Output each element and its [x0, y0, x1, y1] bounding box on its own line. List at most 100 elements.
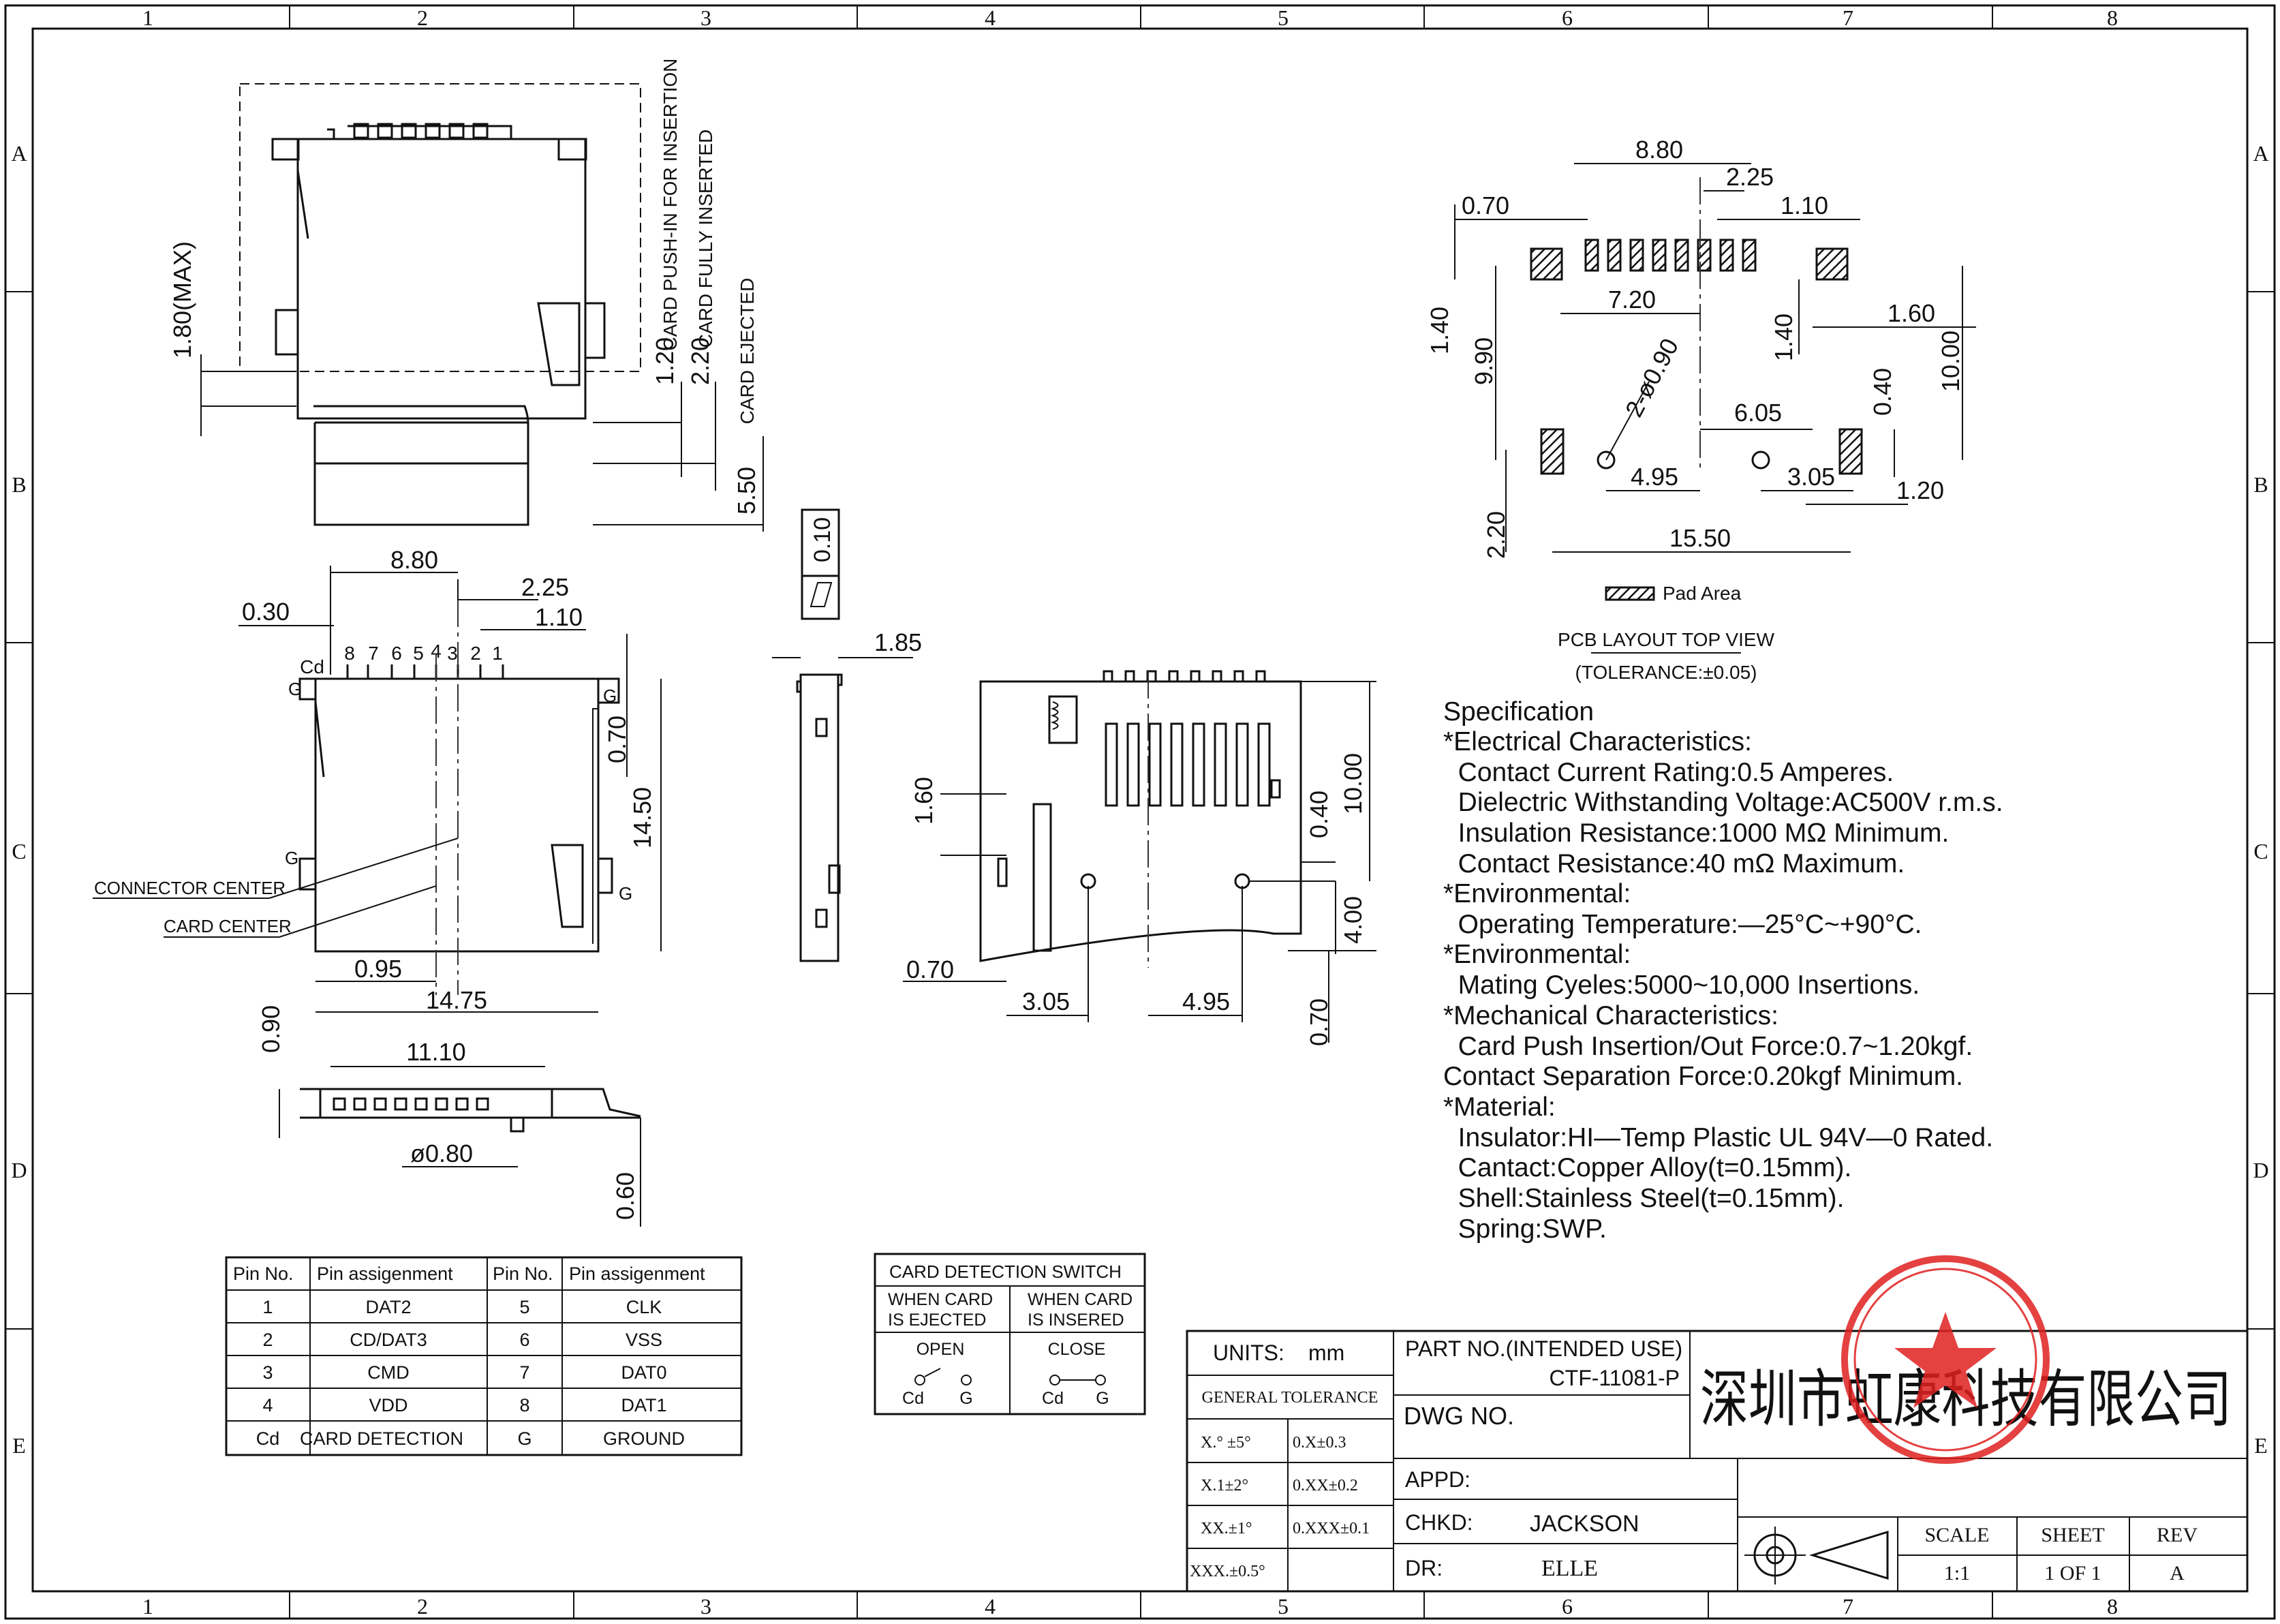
- rev-label: REV: [2157, 1524, 2198, 1546]
- label-push-in: CARD PUSH-IN FOR INSERTION: [660, 59, 681, 351]
- pin-cell: DAT1: [621, 1395, 666, 1415]
- dim-14-50: 14.50: [628, 787, 656, 848]
- pcb-dim-10-00: 10.00: [1937, 331, 1965, 392]
- pin-numbers: Cd 8 7 6 5 4 3 2 1: [300, 641, 503, 677]
- switch-state-close: CLOSE: [1048, 1340, 1106, 1359]
- card-center-label: CARD CENTER: [164, 916, 292, 936]
- pcb-dim-6-05: 6.05: [1734, 399, 1782, 427]
- column-label: 2: [417, 1594, 428, 1619]
- pcb-dim-0-40: 0.40: [1868, 368, 1896, 416]
- top-view: 8.80 2.25 0.30 1.10 Cd 8 7 6 5 4 3 2 1 G…: [93, 546, 662, 1014]
- profile-view: 0.10 1.85: [772, 508, 922, 962]
- spec-line: Mating Cyeles:5000~10,000 Insertions.: [1443, 970, 1920, 1000]
- dim-0-70-left: 0.70: [906, 955, 954, 983]
- switch-cd-label: Cd: [902, 1389, 924, 1408]
- front-view: 0.90 11.10 ø0.80 0.60: [257, 1005, 641, 1227]
- pcb-dim-9-90: 9.90: [1470, 337, 1498, 385]
- sheet-label: SHEET: [2041, 1524, 2104, 1546]
- dim-0-40: 0.40: [1305, 791, 1333, 838]
- dim-3-05: 3.05: [1022, 987, 1070, 1015]
- projection-symbol: [1744, 1527, 1889, 1584]
- appd-label: APPD:: [1405, 1467, 1470, 1492]
- spec-line: Contact Resistance:40 mΩ Maximum.: [1443, 849, 1905, 878]
- pcb-tolerance: (TOLERANCE:±0.05): [1575, 662, 1757, 683]
- tolerance-angle: X.1±2°: [1201, 1477, 1248, 1495]
- spec-line: Insulation Resistance:1000 MΩ Minimum.: [1443, 818, 1949, 848]
- chkd-value: JACKSON: [1530, 1511, 1639, 1537]
- pin-cell: GROUND: [603, 1428, 685, 1449]
- side-view: 1.80(MAX) 1.20 2.20 5.50 CARD PUSH-IN FO…: [168, 59, 764, 532]
- pcb-dim-1-40-right: 1.40: [1770, 313, 1798, 361]
- pin-cell: 8: [519, 1395, 529, 1415]
- pin-cell: 5: [519, 1297, 529, 1317]
- spec-line: *Electrical Characteristics:: [1443, 727, 1752, 756]
- dim-1-10: 1.10: [535, 603, 583, 631]
- switch-state-open: OPEN: [916, 1340, 965, 1359]
- spec-line: Specification: [1443, 697, 1594, 726]
- switch-col2-line1: WHEN CARD: [1028, 1290, 1133, 1309]
- column-label: 8: [2107, 5, 2118, 30]
- row-label: D: [11, 1158, 27, 1182]
- ground-label: G: [619, 883, 632, 904]
- pcb-dim-0-70: 0.70: [1462, 191, 1509, 219]
- pcb-dim-8-80: 8.80: [1635, 136, 1683, 164]
- switch-title: CARD DETECTION SWITCH: [889, 1261, 1122, 1282]
- pcb-dim-1-60: 1.60: [1888, 299, 1935, 327]
- pcb-dim-2-25: 2.25: [1726, 163, 1774, 191]
- part-no: CTF-11081-P: [1550, 1366, 1680, 1390]
- sheet-value: 1 OF 1: [2044, 1562, 2101, 1584]
- pad-area-swatch: [1605, 586, 1655, 601]
- column-label: 3: [700, 5, 711, 30]
- row-label: A: [2253, 141, 2268, 166]
- bottom-view: 1.60 0.40 10.00 4.00 0.70 3.05 4.95 0.70: [903, 670, 1376, 1046]
- pin-cell: VDD: [369, 1395, 407, 1415]
- ground-label: G: [285, 848, 298, 868]
- spec-line: *Mechanical Characteristics:: [1443, 1001, 1778, 1030]
- column-label: 4: [985, 1594, 996, 1619]
- row-label: A: [11, 141, 27, 166]
- dim-4-00: 4.00: [1339, 896, 1367, 944]
- pin-table-header: Pin assigenment: [317, 1263, 453, 1284]
- pin-number: 6: [391, 643, 402, 664]
- pcb-dim-7-20: 7.20: [1608, 286, 1656, 313]
- tolerance-angle: XX.±1°: [1201, 1520, 1252, 1537]
- pad-area-legend: Pad Area: [1663, 583, 1742, 604]
- dim-1-20: 1.20: [651, 337, 679, 385]
- pin-cell: 2: [262, 1330, 273, 1350]
- tolerance-linear: 0.XXX±0.1: [1293, 1520, 1370, 1537]
- pin-cell: 1: [262, 1297, 273, 1317]
- pcb-dim-4-95: 4.95: [1631, 463, 1678, 491]
- dim-0-70-bottom: 0.70: [1305, 998, 1333, 1046]
- column-label: 5: [1278, 1594, 1289, 1619]
- spec-line: Operating Temperature:—25°C~+90°C.: [1443, 910, 1922, 939]
- pcb-dim-hole: 2-ø0.90: [1620, 334, 1684, 422]
- label-fully-inserted: CARD FULLY INSERTED: [695, 129, 716, 348]
- dr-value: ELLE: [1541, 1556, 1598, 1581]
- row-label: C: [12, 839, 26, 863]
- dim-2-20: 2.20: [686, 337, 714, 385]
- tolerance-angle: XXX.±0.5°: [1190, 1563, 1265, 1580]
- column-label: 7: [1843, 1594, 1853, 1619]
- units-label: UNITS:: [1213, 1340, 1284, 1365]
- column-label: 8: [2107, 1594, 2118, 1619]
- flatness-tolerance: 0.10: [810, 517, 835, 562]
- pin-cell: 7: [519, 1362, 529, 1383]
- pin-cell: CARD DETECTION: [300, 1428, 463, 1449]
- pin-cell: VSS: [626, 1330, 662, 1350]
- column-label: 3: [700, 1594, 711, 1619]
- units-value: mm: [1308, 1340, 1344, 1365]
- dim-1-60: 1.60: [910, 777, 938, 825]
- specification: Specification *Electrical Characteristic…: [1443, 697, 2003, 1244]
- dim-0-30: 0.30: [242, 598, 290, 626]
- ground-label: G: [288, 679, 302, 699]
- switch-col1-line1: WHEN CARD: [888, 1290, 993, 1309]
- scale-label: SCALE: [1924, 1524, 1989, 1546]
- switch-cd-label: Cd: [1042, 1389, 1064, 1408]
- pin-number: 7: [368, 643, 379, 664]
- spec-line: Insulator:HI—Temp Plastic UL 94V—0 Rated…: [1443, 1123, 1993, 1152]
- row-label: B: [12, 472, 26, 497]
- dim-diam-0-80: ø0.80: [410, 1139, 473, 1167]
- pin-table-header: Pin No.: [493, 1263, 553, 1284]
- dim-0-90: 0.90: [257, 1005, 285, 1053]
- pin-number: 4: [431, 641, 442, 662]
